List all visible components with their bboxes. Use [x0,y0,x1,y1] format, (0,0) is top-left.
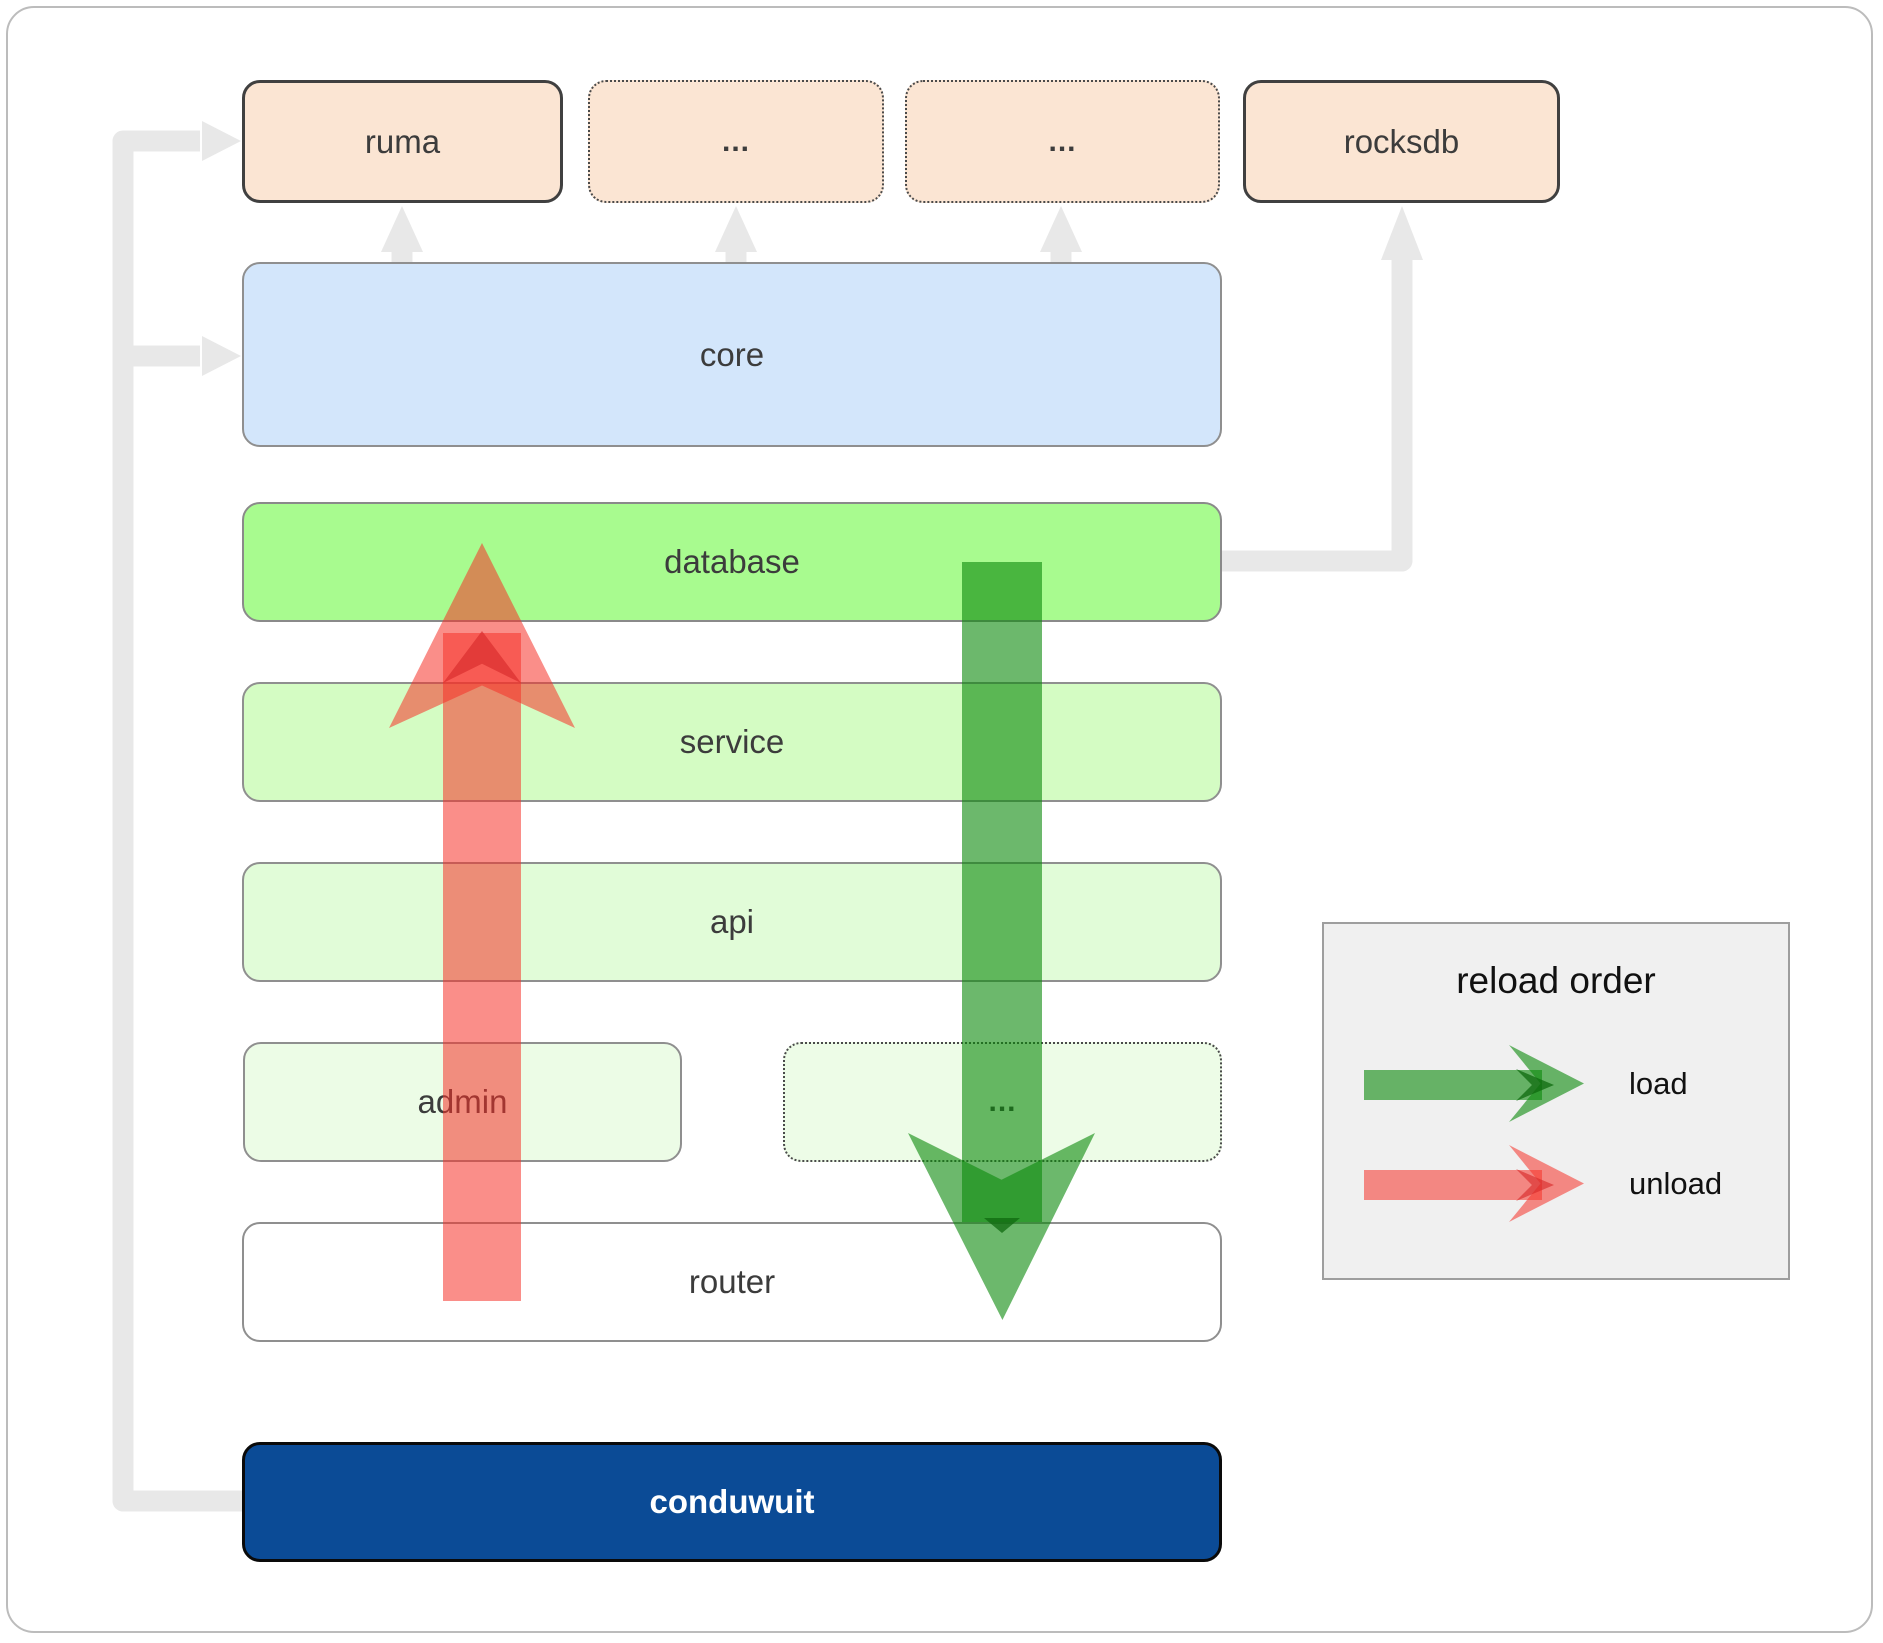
legend: reload order load unload [1322,922,1790,1280]
node-database-label: database [664,543,800,580]
arrowhead-core-dep3-icon [1040,206,1082,252]
connector-conduwuit-rail [112,130,243,1512]
legend-load-label: load [1629,1066,1688,1101]
node-dependency-dots-2-label: ... [1048,124,1077,158]
arrowhead-into-core-icon [202,336,241,376]
node-conduwuit: conduwuit [242,1442,1222,1562]
legend-load-arrow-shaft [1364,1070,1542,1100]
node-service-label: service [679,723,785,760]
diagram-border [6,6,1873,1633]
arrowhead-into-ruma-icon [202,121,241,161]
legend-title: reload order [1456,960,1656,1001]
load-arrow-icon [908,562,1095,1320]
node-core: core [242,262,1222,447]
node-ruma: ruma [242,80,563,203]
arrowhead-into-rocksdb-icon [1381,206,1423,260]
node-api: api [242,862,1222,982]
node-ruma-label: ruma [364,122,441,160]
arrowhead-core-ruma-icon [381,206,423,252]
legend-unload-label: unload [1629,1166,1723,1201]
legend-unload-arrow-shaft [1364,1170,1542,1200]
arrowhead-core-dep2-icon [715,206,757,252]
load-arrow-shaft [962,562,1042,1222]
legend-unload-arrow-icon [1364,1145,1584,1222]
node-router: router [242,1222,1222,1342]
node-dependency-dots-2: ... [905,80,1220,203]
node-dependency-dots-1: ... [588,80,884,203]
node-database: database [242,502,1222,622]
node-rocksdb-label: rocksdb [1343,122,1460,160]
node-conduwuit-label: conduwuit [649,1483,815,1520]
node-rocksdb: rocksdb [1243,80,1560,203]
node-router-label: router [688,1263,776,1300]
unload-arrow-shaft [443,633,521,1301]
unload-arrow-icon [389,543,575,1301]
node-dependency-dots-1-label: ... [721,124,750,158]
connector-database-rocksdb [1222,258,1413,572]
legend-load-arrow-icon [1364,1045,1584,1122]
node-core-label: core [699,335,765,373]
node-api-label: api [709,903,755,940]
